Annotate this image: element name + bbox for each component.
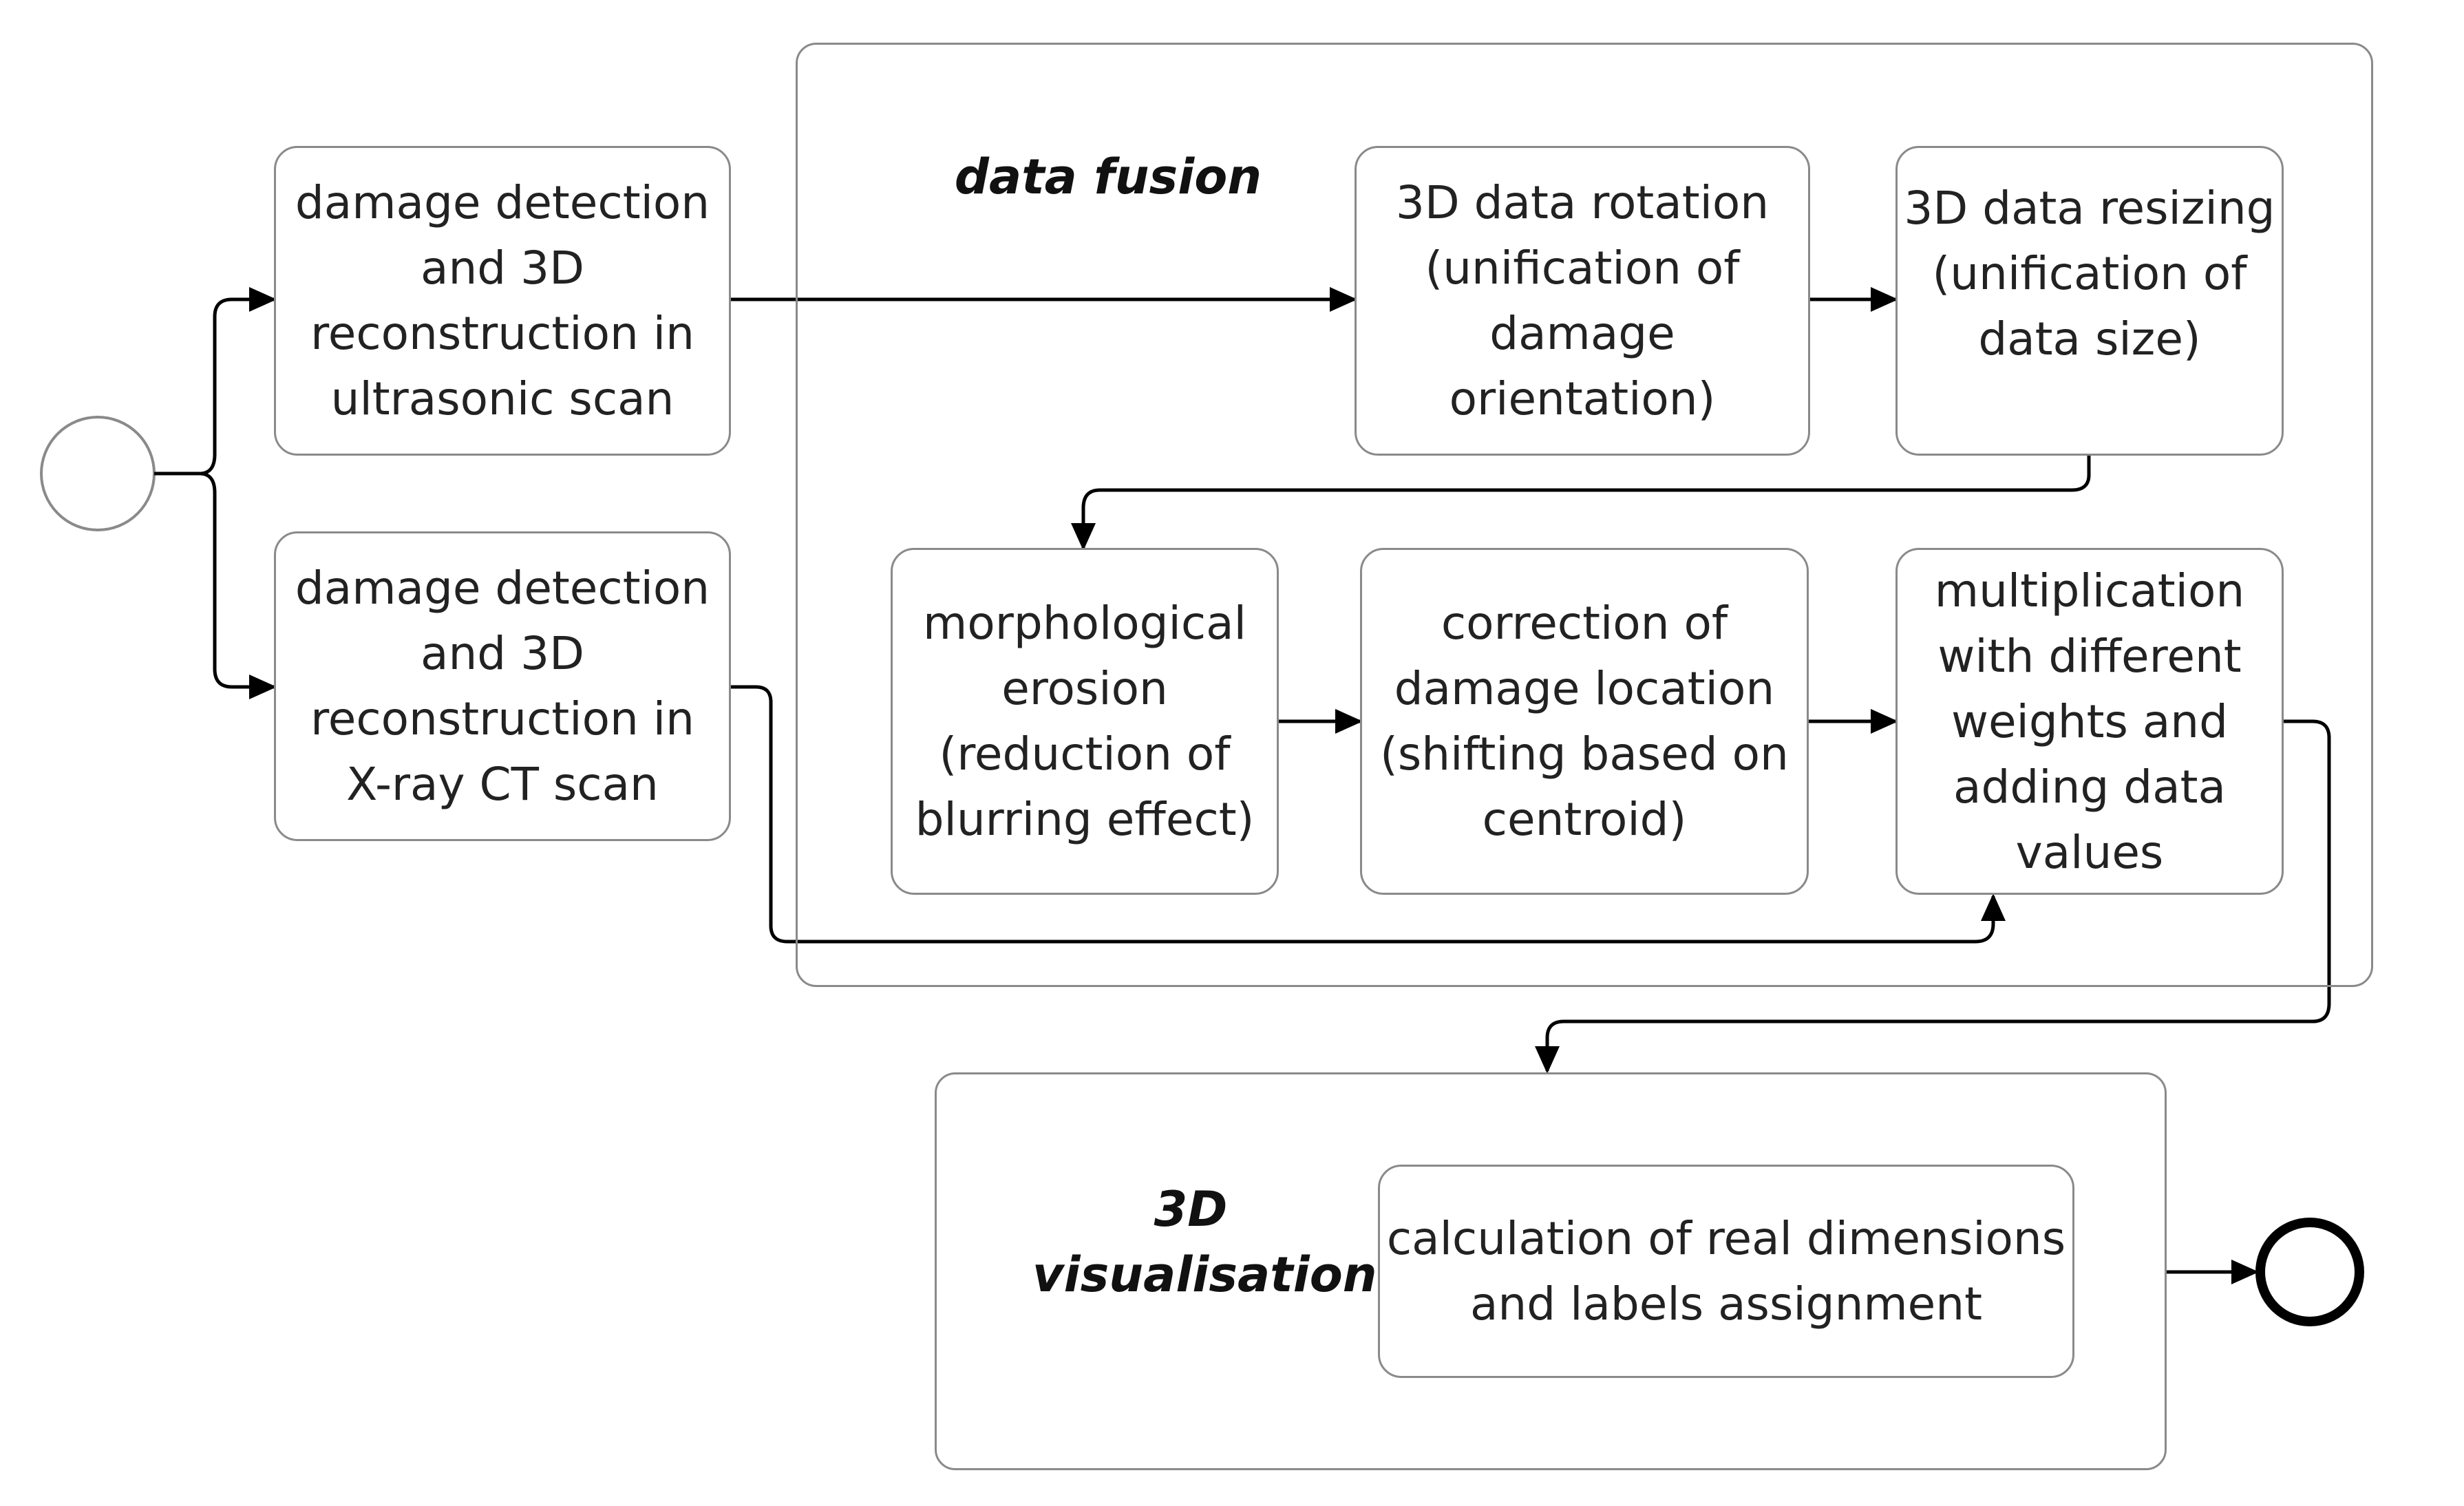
task-weighted-multiplication: multiplication with different weights an…: [1895, 548, 2284, 895]
flow-to-ultrasonic: [199, 287, 277, 476]
task-resizing-label: 3D data resizing (unification of data si…: [1904, 181, 2275, 365]
task-xray-label: damage detection and 3D reconstruction i…: [295, 562, 710, 811]
flow-to-xray: [199, 471, 277, 699]
task-correction-label: correction of damage location (shifting …: [1380, 597, 1789, 846]
data-fusion-title: data fusion: [954, 149, 1262, 205]
task-calculation-label: calculation of real dimensions and label…: [1386, 1212, 2066, 1330]
start-event: [40, 416, 156, 531]
visualisation-group: [935, 1072, 2167, 1470]
task-dimension-calculation: calculation of real dimensions and label…: [1378, 1165, 2074, 1378]
task-data-resizing: 3D data resizing (unification of data si…: [1895, 146, 2284, 456]
task-morphological-erosion: morphological erosion (reduction of blur…: [891, 548, 1279, 895]
flow-multiplication-to-visualisation: [1535, 719, 2331, 1074]
flow-xray-to-multiplication: [731, 685, 2006, 944]
task-multiplication-label: multiplication with different weights an…: [1934, 564, 2245, 879]
task-damage-location-correction: correction of damage location (shifting …: [1360, 548, 1809, 895]
task-rotation-label: 3D data rotation (unification of damage …: [1395, 176, 1770, 425]
task-ultrasonic-reconstruction: damage detection and 3D reconstruction i…: [274, 146, 731, 456]
task-data-rotation: 3D data rotation (unification of damage …: [1355, 146, 1810, 456]
data-fusion-group: [796, 43, 2373, 987]
task-ultrasonic-label: damage detection and 3D reconstruction i…: [295, 176, 710, 425]
flow-resizing-to-erosion: [1071, 456, 2091, 551]
visualisation-title: 3D visualisation: [1032, 1181, 1377, 1303]
task-erosion-label: morphological erosion (reduction of blur…: [915, 597, 1255, 846]
end-event: [2255, 1218, 2364, 1326]
task-xray-reconstruction: damage detection and 3D reconstruction i…: [274, 531, 731, 841]
